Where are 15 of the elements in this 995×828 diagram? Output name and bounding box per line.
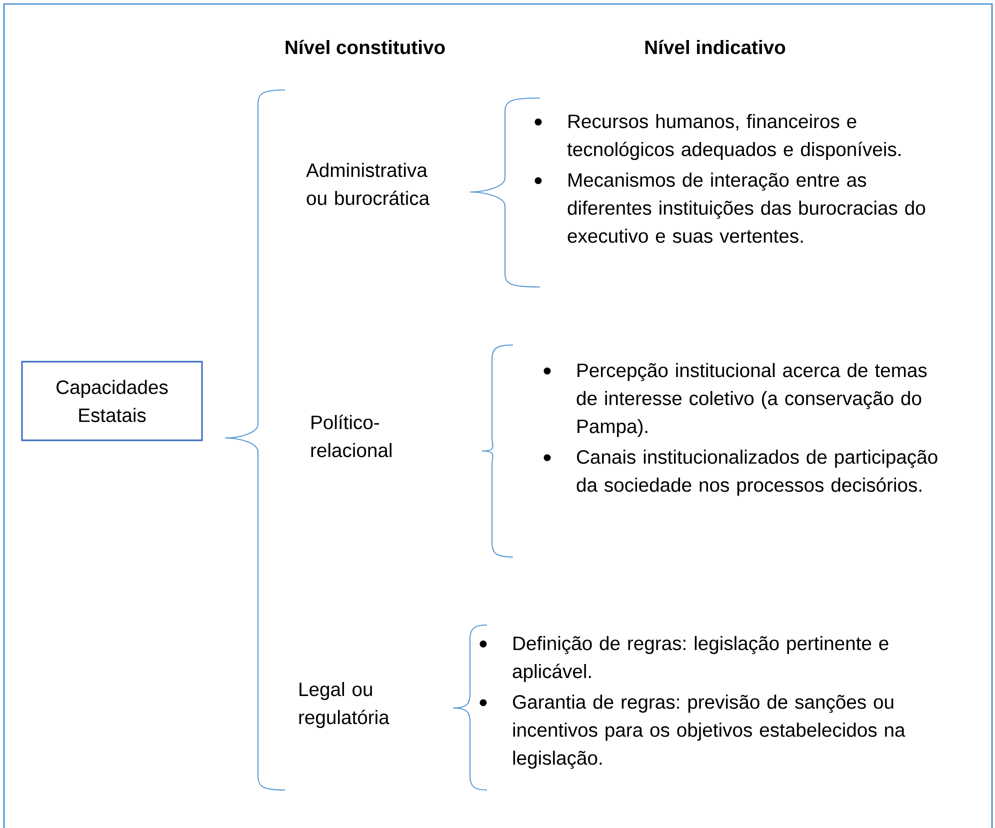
node-label: Canais institucionalizados de participação da sociedade nos processos decisórios. <box>576 450 938 496</box>
node-label: Mecanismos de interação entre as diferentes instituições das burocracias do executivo e suas vertentes. <box>568 172 926 243</box>
node-label: Garantia de regras: previsão de sanções ou incentivos para os objetivos estabelecidos na legislação. <box>512 694 906 769</box>
node-label: Recursos humanos, financeiros e tecnológicos adequados e disponíveis. <box>567 114 901 160</box>
column-heading: Nível constitutivo <box>286 40 445 54</box>
node-label: Definição de regras: legislação pertinente e aplicável. <box>512 636 888 682</box>
node-label: Percepção institucional acerca de temas de interesse coletivo (a conservação do Pampa). <box>576 363 927 438</box>
category-label: Político-relacional <box>311 414 392 458</box>
concept-box: Capacidades Estatais <box>21 360 203 442</box>
category-label: Legal ou regulatória <box>299 682 390 728</box>
bullet-list: Definição de regras: legislação pertinente e aplicável. Garantia de regras: previsão de sanções ou incentivos para os objetivos estabelecidos na legislação. <box>480 636 906 769</box>
bullet-list: Recursos humanos, financeiros e tecnológicos adequados e disponíveis. Mecanismos de interação entre as diferentes instituições das burocracias do executivo e suas vertentes. <box>534 114 926 243</box>
category-label: Administrativa ou burocrática <box>306 162 430 206</box>
bullet-list: Percepção institucional acerca de temas de interesse coletivo (a conservação do Pampa). Canais institucionalizados de participação da sociedade nos processos decisórios. <box>544 363 938 496</box>
column-heading: Nível indicativo <box>645 40 786 54</box>
